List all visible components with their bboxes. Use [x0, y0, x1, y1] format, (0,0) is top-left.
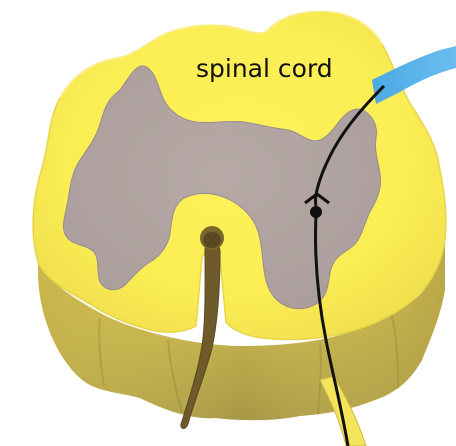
central-canal-inner	[203, 232, 221, 248]
spinal-cord-label: spinal cord	[196, 54, 333, 83]
neuron-cell-body	[310, 206, 322, 218]
